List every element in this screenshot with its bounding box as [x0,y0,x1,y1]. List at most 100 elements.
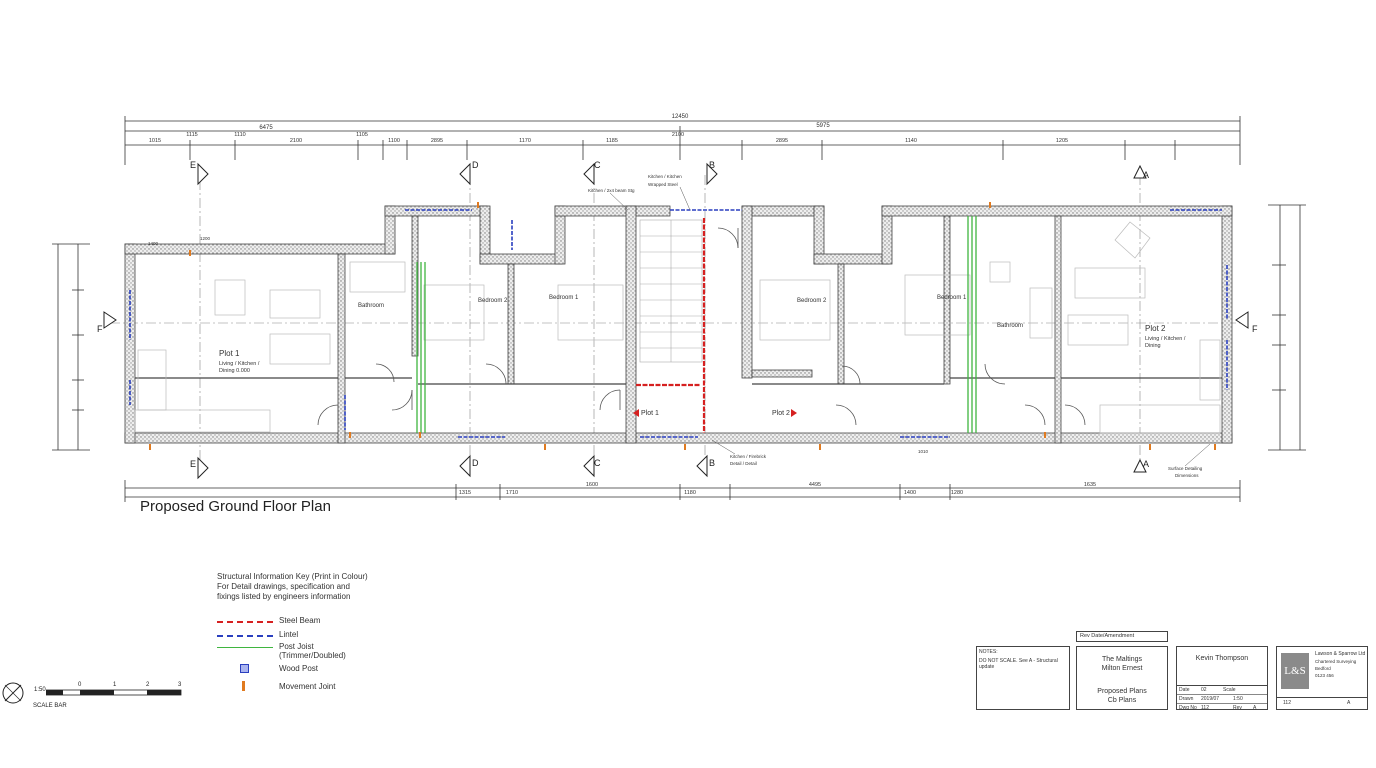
key-row-steel-beam: Steel Beam [217,616,417,630]
title-block-notes: NOTES: DO NOT SCALE. See A - Structural … [976,646,1070,710]
scale-tick-1: 1 [113,682,117,688]
section-letter-e1: E [190,160,196,170]
field-row-drawn: Drawn 2019/07 1:50 [1177,695,1267,704]
top-segment-dims: 1015 1115 1110 2100 1105 1100 2895 1170 … [149,132,1068,144]
plot-2-subtitle: Living / Kitchen / [1145,336,1186,342]
field-label-date: Date [1179,687,1190,693]
structural-key: Structural Information Key (Print in Col… [217,572,387,691]
staircase [639,219,703,363]
right-block-dim-label: 5975 [816,123,830,129]
section-f-right [1235,311,1249,329]
room-labels: Bathroom Bedroom 2 Bedroom 1 Bedroom 2 B… [219,295,1186,417]
bottom-dim-0: 1315 [459,490,471,496]
annotation-dim-1200: 1200 [200,236,211,241]
annotation-top-2: Kitchen / Kitchen [648,174,682,179]
section-letter-c1: C [594,160,601,170]
bottom-dim-3: 1180 [684,490,696,496]
scale-bar-label: SCALE BAR [33,703,67,709]
plot-2-arrow [791,409,797,417]
key-label-movement-joint: Movement Joint [279,682,336,691]
top-dim-3: 2100 [290,138,302,144]
bottom-segment-dims: 1315 1600 1710 1180 4495 1400 1280 1635 [459,482,1096,496]
notes-text: DO NOT SCALE. See A - Structural update [979,658,1058,670]
post-joist-swatch [217,647,273,648]
project-line-1: The Maltings [1101,656,1143,663]
room-label-bedroom-2-right: Bedroom 2 [797,298,827,304]
field-label-drawn: Drawn [1179,696,1194,702]
section-e-bottom [197,456,209,480]
room-label-bedroom-1-left: Bedroom 1 [549,295,579,301]
furniture [134,221,1221,434]
top-dim-12: 1205 [1056,138,1068,144]
key-label-lintel: Lintel [279,630,299,639]
lintel-swatch [217,635,273,637]
bottom-dim-2: 1710 [506,490,518,496]
section-letter-a2: A [1143,459,1149,469]
steel-beam-swatch [217,621,273,623]
revision-header: Rev Date/Amendment [1080,633,1135,639]
firm-logo-text: L&S [1284,665,1306,677]
field-value-dwg: 112 [1201,705,1209,711]
key-row-wood-post: Wood Post [217,664,417,678]
field-row-date: Date 02 Scale [1177,686,1267,695]
floor-plan: 12450 6475 5975 1015 1115 1110 2100 1105… [52,114,1306,502]
section-letter-f1: F [97,324,103,334]
top-dim-8: 1185 [606,138,618,144]
plot-1-title: Plot 1 [219,349,240,358]
top-dim-10: 2895 [776,138,788,144]
firm-sub-3: 0123 456 [1315,673,1334,678]
right-dimensions [1268,204,1306,451]
bottom-dim-4: 4495 [809,482,821,488]
plot-2-entry-label: Plot 2 [772,410,790,417]
top-dim-5: 1100 [388,138,400,144]
plot-1-subtitle: Living / Kitchen / [219,361,260,367]
key-row-lintel: Lintel [217,630,417,644]
field-label-scale: Scale [1223,687,1236,693]
key-label-post-joist-sub: (Trimmer/Doubled) [279,651,346,660]
top-dim-11: 1140 [905,138,917,144]
key-label-post-joist: Post Joist [279,642,314,651]
field-value-date: 02 [1201,687,1207,693]
section-a-top [1133,164,1147,179]
firm-rev-value: A [1347,700,1351,706]
bottom-dim-7: 1635 [1084,482,1096,488]
overall-dim-label: 12450 [672,114,689,120]
firm-sub-1: Chartered Surveying [1315,659,1357,664]
firm-rev-row: 112 A [1277,697,1367,706]
field-value-drawn: 2019/07 [1201,696,1220,702]
left-block-dim-label: 6475 [259,125,273,131]
top-dim-6: 2895 [431,138,443,144]
section-letter-a1: A [1143,170,1149,180]
section-b-bottom [696,454,708,478]
top-dimensions [124,116,1241,165]
plot-arrows [633,409,797,417]
annotation-right-1: Surface Detailing [1168,466,1203,471]
annotation-top-1: Kitchen / 2x4 beam Stg [588,188,635,193]
movement-joints [149,202,1216,450]
external-walls [124,205,1233,444]
section-letter-b2: B [709,458,715,468]
field-label-rev: Rev [1233,705,1242,711]
plot-2-subtitle-2: Dining [1145,343,1161,349]
title-block-fields: Date 02 Scale Drawn 2019/07 1:50 Dwg No … [1177,685,1267,712]
firm-name: Lawson & Sparrow Ltd [1315,651,1366,657]
plot-2-title: Plot 2 [1145,324,1166,333]
key-heading-2: For Detail drawings, specification and [217,582,350,591]
field-value-rev: A [1253,705,1257,711]
lintels [129,209,1228,438]
scale-bar-block: 1:50 0 1 2 3 SCALE BAR [0,676,190,716]
drawing-title: Proposed Ground Floor Plan [140,498,331,515]
section-b-top [706,162,718,186]
firm-sub-2: Bedford [1315,666,1331,671]
scale-bar-graphic [46,689,182,696]
key-heading-3: fixings listed by engineers information [217,592,351,601]
scale-tick-2: 2 [146,682,150,688]
key-label-steel-beam: Steel Beam [279,616,321,625]
section-lines [110,175,1245,465]
annotation-top-3: Wrapped Steel [648,182,678,187]
room-label-bathroom-2: Bathroom [997,323,1023,329]
bottom-dim-1: 1600 [586,482,598,488]
scale-ratio: 1:50 [34,687,46,693]
field-value-scale: 1:50 [1233,696,1243,702]
annotation-bottom-2: Detail / Detail [730,461,757,466]
